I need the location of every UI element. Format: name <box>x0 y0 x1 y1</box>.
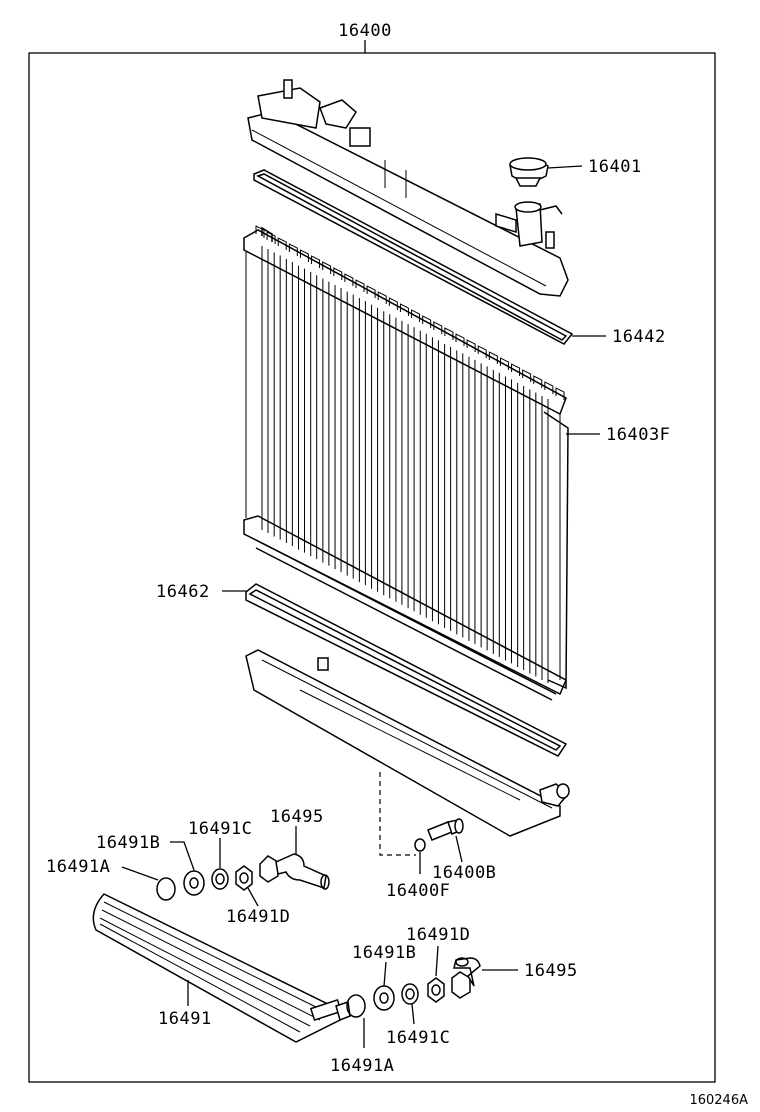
gasket-a-upper <box>156 877 176 901</box>
label-drain-plug: 16400B <box>432 863 496 883</box>
label-drain-oring: 16400F <box>386 881 450 901</box>
label-core: 16403F <box>606 425 670 445</box>
drain-plug-leader <box>455 835 463 863</box>
upper-tank <box>247 79 569 297</box>
washer-c-lower-leader <box>411 1003 415 1025</box>
label-washer-c-lower: 16491C <box>386 1028 450 1048</box>
gasket-a-upper-leader <box>121 866 159 881</box>
header-tooth <box>544 381 554 394</box>
label-gasket-a-upper: 16491A <box>46 857 110 877</box>
header-tooth <box>444 327 454 340</box>
header-tooth <box>322 261 332 274</box>
drain-dash-leader <box>379 772 416 856</box>
washer-b-lower-leader <box>383 961 387 987</box>
header-tooth <box>288 243 298 256</box>
hose-upper <box>259 853 330 890</box>
label-nut-d-upper: 16491D <box>226 907 290 927</box>
header-tooth <box>555 387 565 400</box>
header-tooth <box>488 351 498 364</box>
label-hose-upper: 16495 <box>270 807 324 827</box>
nut-d-lower-leader <box>435 945 439 977</box>
header-tooth <box>255 225 265 238</box>
header-tooth <box>311 255 321 268</box>
header-tooth <box>411 309 421 322</box>
header-tooth <box>266 231 276 244</box>
oil-cooler <box>92 893 351 1043</box>
drain-plug <box>427 818 464 841</box>
washer-c-lower <box>401 983 419 1005</box>
header-tooth <box>344 273 354 286</box>
lower-tank <box>245 649 570 837</box>
header-tooth <box>422 315 432 328</box>
label-washer-b-upper: 16491B <box>96 833 160 853</box>
header-tooth <box>522 369 532 382</box>
nut-d-upper-leader <box>247 887 259 907</box>
header-tooth <box>466 339 476 352</box>
header-tooth <box>388 297 398 310</box>
header-tooth <box>355 279 365 292</box>
radiator-core <box>243 226 569 701</box>
header-tooth <box>477 345 487 358</box>
radiator-cap <box>509 157 549 187</box>
header-tooth <box>399 303 409 316</box>
header-tooth <box>299 249 309 262</box>
gasket-a-lower <box>346 994 366 1018</box>
assembly-frame <box>28 52 716 1083</box>
header-tooth <box>455 333 465 346</box>
label-nut-d-lower: 16491D <box>406 925 470 945</box>
label-cap: 16401 <box>588 157 642 177</box>
assembly-label: 16400 <box>338 21 392 41</box>
header-tooth <box>366 285 376 298</box>
label-oil-cooler: 16491 <box>158 1009 212 1029</box>
nut-d-upper <box>235 865 253 891</box>
hose-lower <box>451 957 481 999</box>
label-washer-b-lower: 16491B <box>352 943 416 963</box>
header-tooth <box>333 267 343 280</box>
header-tooth <box>499 357 509 370</box>
header-tooth <box>533 375 543 388</box>
label-gasket-a-lower: 16491A <box>330 1056 394 1076</box>
washer-b-upper-leader <box>170 841 195 871</box>
drain-oring <box>414 838 426 852</box>
label-upper-gasket: 16442 <box>612 327 666 347</box>
washer-c-upper <box>211 868 229 890</box>
reference-code: 160246A <box>689 1093 748 1108</box>
header-tooth <box>511 363 521 376</box>
header-teeth <box>255 225 565 400</box>
cap-leader <box>547 165 583 169</box>
nut-d-lower <box>427 977 445 1003</box>
header-tooth <box>433 321 443 334</box>
lower-gasket <box>245 583 568 757</box>
label-lower-gasket: 16462 <box>156 582 210 602</box>
washer-b-lower <box>373 985 395 1011</box>
header-tooth <box>377 291 387 304</box>
header-tooth <box>277 237 287 250</box>
washer-b-upper <box>183 870 205 896</box>
label-washer-c-upper: 16491C <box>188 819 252 839</box>
label-hose-lower: 16495 <box>524 961 578 981</box>
upper-gasket <box>253 169 574 345</box>
core-tubes <box>261 246 549 683</box>
